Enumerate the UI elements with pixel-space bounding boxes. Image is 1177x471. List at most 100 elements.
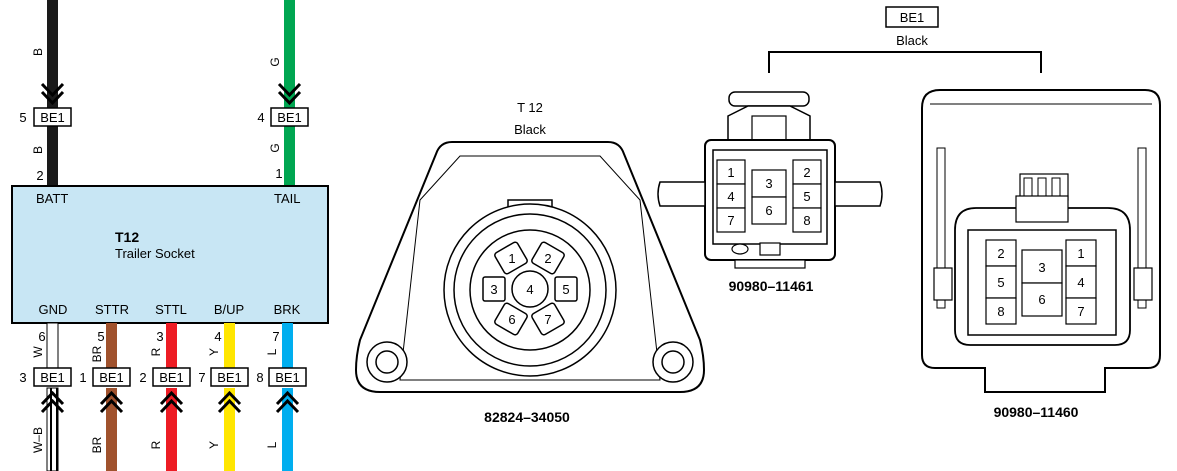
wire-sttr-code-upper: BR [90,345,104,362]
connector-label: BE1 [40,370,65,385]
wire-brk-upper [282,323,293,368]
wire-sttl: 3 R R BE1 2 [139,323,191,471]
wire-tail-code-upper: G [268,57,282,66]
pin-cell [1065,239,1097,267]
terminal-brk: BRK [274,302,301,317]
terminal-batt: BATT [36,191,68,206]
be1-connector-female: 2 5 8 3 6 1 4 7 90980–11460 [921,89,1161,420]
module-name: Trailer Socket [115,246,195,261]
pin-cell [792,159,822,185]
socket-pin-label: 2 [544,251,551,266]
key-mark-icon [731,243,749,255]
connector-pin: 1 [79,370,86,385]
wire-sttr: 5 BR BR BE1 1 [79,323,131,471]
terminal-tab [1023,177,1033,197]
terminal-gnd: GND [39,302,68,317]
arrow-up-icon [99,398,124,414]
pin-cell [1065,297,1097,325]
pin-cell [985,239,1017,267]
pin-label: 1 [1077,246,1084,261]
socket-pin-label: 6 [508,312,515,327]
pin-label: 4 [727,189,734,204]
pin-cell [751,196,787,225]
socket-inner-outline [399,155,661,381]
connector-label: BE1 [277,110,302,125]
trailer-socket-module: BATT TAIL T12 Trailer Socket GND STTR ST… [11,185,329,324]
wire-sttr-lower [106,388,117,471]
terminal-tail: TAIL [274,191,301,206]
arrow-up-icon [275,398,300,414]
socket-face-view: T 12 Black 1 2 3 4 5 6 7 82824–34050 [354,100,706,425]
pin-label: 5 [997,275,1004,290]
module-code: T12 [115,229,139,245]
pin-label: 3 [765,176,772,191]
key-slot [759,242,781,256]
connector-be1-box [92,367,131,387]
pin-cell [1021,282,1063,317]
connector-pin: 3 [19,370,26,385]
arrow-up-icon [275,390,300,406]
socket-pin-2 [531,241,565,275]
pin-label: 4 [1077,275,1084,290]
connector-pin: 4 [257,110,264,125]
wire-batt-lower [47,126,58,186]
pin-label: 8 [803,213,810,228]
module-pin: 3 [156,329,163,344]
module-pin: 1 [275,166,282,181]
wire-sttl-code-upper: R [149,347,163,356]
wire-tail-code-lower: G [268,143,282,152]
socket-pin-1 [494,241,528,275]
socket-pin-label: 1 [508,251,515,266]
wire-gnd: 6 W W–B BE1 3 [19,322,72,471]
wire-bup-code-upper: Y [207,348,221,356]
arrow-up-icon [40,390,65,406]
be1-right-part-number: 90980–11460 [994,404,1079,420]
wire-tail-upper [284,0,295,108]
pin-cell [1065,265,1097,299]
latch-top [728,91,810,107]
side-lock-right [1133,267,1153,301]
be1-group-label: BE1 [900,10,925,25]
be1-connector-group: BE1 Black [768,6,1042,73]
module-pin: 7 [272,329,279,344]
wire-sttl-lower [166,388,177,471]
pin-label: 5 [803,189,810,204]
socket-pin-3 [482,276,506,302]
wire-brk: 7 L L BE1 8 [256,323,307,471]
mount-hole-inner [661,350,685,374]
wire-brk-code-upper: L [265,348,279,355]
socket-pin-6 [494,302,528,336]
side-lug-right [834,181,883,207]
arrow-up-icon [99,390,124,406]
module-pin: 6 [38,329,45,344]
side-lock-left [933,267,953,301]
be1-bracket [768,51,1042,73]
connector-pin: 5 [19,110,26,125]
wire-batt-code-upper: B [31,48,45,56]
socket-pin-label: 3 [490,282,497,297]
housing-skirt [734,259,806,269]
connector-pin: 2 [139,370,146,385]
wire-bup-code-lower: Y [207,441,221,449]
socket-pin-label: 4 [526,282,533,297]
pin-cell [985,297,1017,325]
wire-batt-code-lower: B [31,146,45,154]
connector-be1-box [33,367,72,387]
wire-sttr-upper [106,323,117,368]
module-box [11,185,329,324]
connector-label: BE1 [217,370,242,385]
arrow-down-icon [40,90,65,106]
pin-label: 3 [1038,260,1045,275]
be1-group-color: Black [896,33,928,48]
pin-cell [716,207,746,233]
pin-label: 2 [803,165,810,180]
connector-be1-box [152,367,191,387]
module-pin: 5 [97,329,104,344]
socket-pin-5 [554,276,578,302]
socket-pin-4 [511,270,549,308]
wire-gnd-upper [46,322,59,369]
terminal-tab [1037,177,1047,197]
connector-pin: 8 [256,370,263,385]
be1-group-box [885,6,939,28]
